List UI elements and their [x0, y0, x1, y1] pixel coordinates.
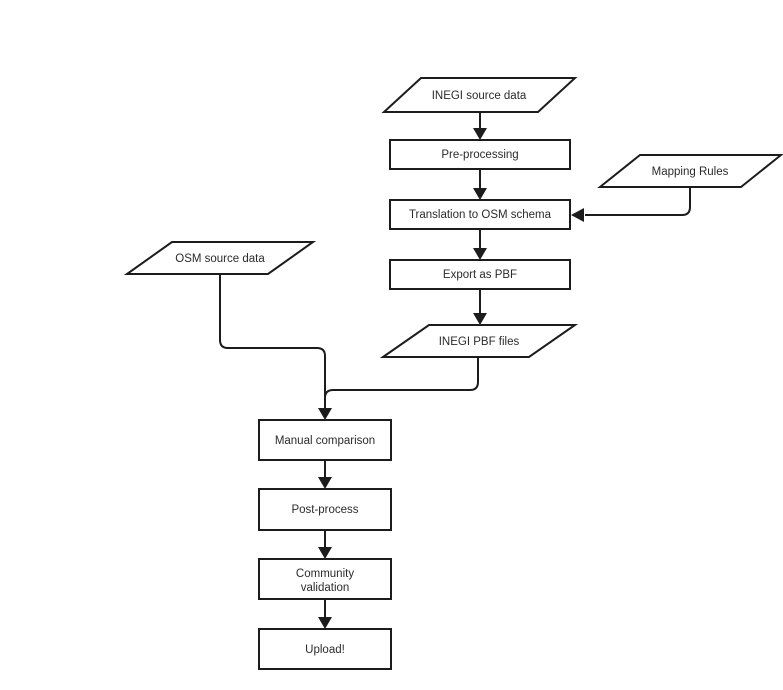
node-export-as-pbf: Export as PBF — [389, 259, 571, 290]
post-process-label: Post-process — [291, 504, 358, 516]
edge-inegi-pbf-to-manual-comparison — [324, 357, 479, 399]
arrowhead-down-icon — [318, 408, 332, 420]
node-community-validation: Community validation — [258, 558, 392, 600]
export-pbf-label: Export as PBF — [443, 269, 517, 281]
connectors — [219, 112, 691, 629]
node-manual-comparison: Manual comparison — [258, 419, 392, 461]
translation-shape — [389, 199, 571, 230]
arrowhead-down-icon — [318, 617, 332, 629]
inegi-pbf-files-shape — [379, 324, 579, 358]
edge-osm-source-to-manual-comparison — [219, 274, 326, 408]
node-inegi-source-data: INEGI source data — [381, 77, 578, 113]
node-mapping-rules: Mapping Rules — [597, 154, 783, 188]
community-validation-label-line2: validation — [301, 582, 350, 594]
arrowhead-down-icon — [473, 313, 487, 325]
arrowhead-left-icon — [571, 208, 584, 222]
arrowhead-down-icon — [473, 188, 487, 200]
arrowhead-down-icon — [473, 248, 487, 260]
manual-comparison-label: Manual comparison — [275, 435, 375, 447]
pre-processing-label: Pre-processing — [441, 149, 518, 161]
arrowhead-down-icon — [473, 128, 487, 140]
community-validation-shape — [258, 558, 392, 600]
manual-comparison-shape — [258, 419, 392, 461]
node-inegi-pbf-files: INEGI PBF files — [379, 324, 579, 358]
translation-label: Translation to OSM schema — [409, 209, 552, 221]
post-process-shape — [258, 488, 392, 531]
node-translation-to-osm-schema: Translation to OSM schema — [389, 199, 571, 230]
osm-source-data-shape — [123, 241, 317, 275]
arrowhead-down-icon — [318, 547, 332, 559]
mapping-rules-shape — [597, 154, 783, 188]
inegi-source-data-label: INEGI source data — [432, 90, 527, 102]
arrowhead-down-icon — [318, 477, 332, 489]
community-validation-label-line1: Community — [296, 568, 354, 580]
inegi-pbf-files-label: INEGI PBF files — [439, 336, 520, 348]
edge-mapping-rules-to-translation — [585, 187, 691, 216]
pre-processing-shape — [389, 139, 571, 170]
node-upload: Upload! — [258, 628, 392, 670]
upload-shape — [258, 628, 392, 670]
inegi-source-data-shape — [381, 77, 578, 113]
export-pbf-shape — [389, 259, 571, 290]
osm-source-data-label: OSM source data — [175, 253, 265, 265]
node-pre-processing: Pre-processing — [389, 139, 571, 170]
node-post-process: Post-process — [258, 488, 392, 531]
node-osm-source-data: OSM source data — [123, 241, 317, 275]
upload-label: Upload! — [305, 644, 345, 656]
mapping-rules-label: Mapping Rules — [652, 166, 729, 178]
